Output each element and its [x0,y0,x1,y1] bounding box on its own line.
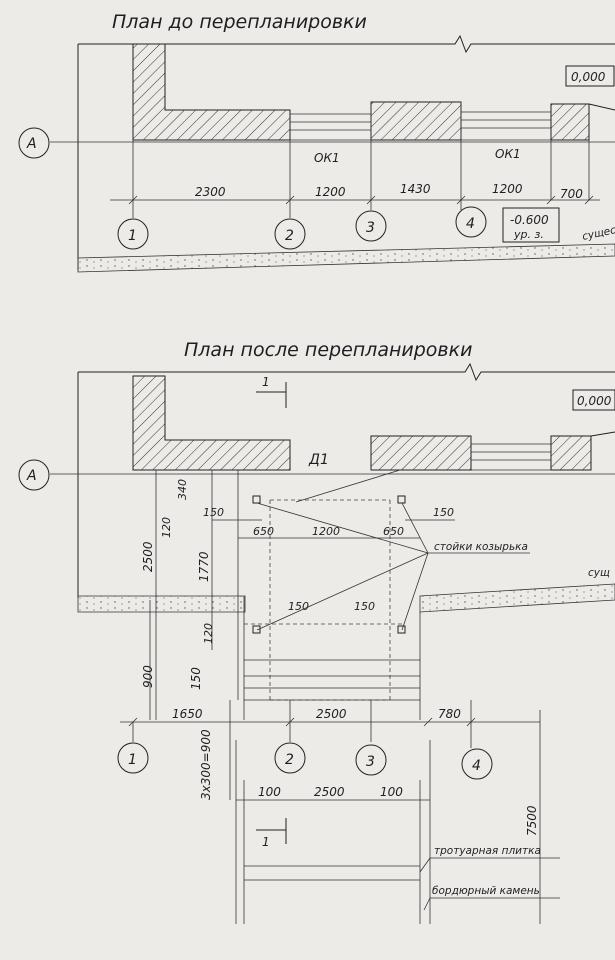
level-mark-box-bottom [572,389,615,411]
wall-left-after [132,375,291,471]
section-mark-1-bottom: 1 [256,818,287,849]
dim-path-100-left: 100 [258,785,281,799]
axis-a-bubble-bottom [18,459,50,491]
dim-v-2500: 2500 [141,541,155,572]
sidewalk-strip-right [419,583,615,613]
vertical-dim-lines [149,470,239,800]
dim-top-2: 1200 [315,185,346,199]
dim-h-1650: 1650 [172,707,203,721]
dim-v-120-b: 120 [202,623,215,644]
dim-h-150-right: 150 [433,506,454,519]
dim-h-150-mid-left: 150 [288,600,309,613]
wall-left [132,43,291,141]
wall-right-after [550,435,592,471]
axis-bubble-4-bottom: 4 [461,748,493,780]
sidewalk-strip-top [77,243,615,273]
axis-bubble-1-bottom: 1 [117,742,149,774]
dim-h-780: 780 [438,707,461,721]
wall-middle-after [370,435,472,471]
dim-v-340: 340 [176,479,189,500]
sidewalk-strip-left [77,595,246,613]
door-label-d1: Д1 [308,452,329,468]
svg-text:2: 2 [285,228,294,244]
canopy-post-4 [397,625,406,634]
plan-before-redevelopment: План до перепланировки ОК1 ОК1 0,000 [18,11,615,273]
axis-bubble-2-bottom: 2 [274,742,306,774]
window-label-1: ОК1 [314,151,340,165]
axis-a-label-top: А [26,136,37,152]
dim-v-steps: 3x300=900 [199,729,213,800]
ground-mark-box [502,207,560,243]
dim-top-1: 2300 [195,185,226,199]
wall-right-edge [588,103,615,111]
window-ok1-left [290,113,371,141]
canopy-post-leaders [256,469,530,631]
label-canopy-posts: стойки козырька [434,541,528,553]
svg-text:3: 3 [366,754,375,770]
dim-top-4: 1200 [492,182,523,196]
dim-top-3: 1430 [400,182,431,196]
axis-bubble-2-top: 2 [274,218,306,250]
canopy-post-3 [252,625,261,634]
window-right-after [471,443,551,471]
existing-label-bottom: сущ [588,567,610,579]
ground-mark-sub: ур. з. [513,228,544,241]
label-curb: бордюрный камень [432,885,540,897]
level-mark-top: 0,000 [571,70,606,84]
svg-text:1: 1 [262,835,270,849]
svg-text:4: 4 [472,758,481,774]
dim-v-900: 900 [141,665,155,688]
section-mark-1-top: 1 [256,375,287,408]
dim-v-1770: 1770 [197,551,211,582]
axis-a-label-bottom: А [26,468,37,484]
bottom-break-line [78,362,615,382]
window-ok1-right [461,111,551,141]
paving-path [235,740,431,924]
dim-v-120-a: 120 [160,517,173,538]
canopy-post-1 [252,495,261,504]
axis-a-bubble-top [18,127,50,159]
axis-bubble-3-bottom: 3 [355,744,387,776]
svg-text:4: 4 [466,216,475,232]
plan-before-title: План до перепланировки [112,11,367,33]
svg-text:2: 2 [285,752,294,768]
dim-h-650-left: 650 [253,525,274,538]
axis-bubble-4-top: 4 [455,206,487,238]
plan-after-redevelopment: План после перепланировки 1 Д1 0,000 А [18,339,615,924]
plan-after-title: План после перепланировки [184,339,472,361]
svg-text:1: 1 [128,228,137,244]
dim-h-650-right: 650 [383,525,404,538]
dim-h-1200: 1200 [312,525,340,538]
window-label-2: ОК1 [495,147,521,161]
svg-text:3: 3 [366,220,375,236]
svg-text:1: 1 [262,375,270,389]
level-mark-box-top [565,65,615,87]
label-paving: тротуарная плитка [434,845,541,857]
dim-h-150-left: 150 [203,506,224,519]
canopy-post-2 [397,495,406,504]
dim-path-2500: 2500 [314,785,345,799]
dim-h-2500: 2500 [316,707,347,721]
svg-text:1: 1 [128,752,137,768]
axis-bubble-3-top: 3 [355,210,387,242]
axis-bubble-1-top: 1 [117,218,149,250]
wall-middle [370,101,462,141]
top-break-line [78,34,615,54]
dim-v-7500: 7500 [525,805,539,836]
ground-mark: -0.600 [510,213,549,227]
level-mark-bottom: 0,000 [577,394,612,408]
dim-path-100-right: 100 [380,785,403,799]
wall-right [550,103,590,141]
entrance-steps [243,596,421,720]
dim-top-5: 700 [560,187,583,201]
dim-v-150: 150 [189,667,203,690]
existing-label-top: сущес [581,224,615,243]
dim-h-150-mid-right: 150 [354,600,375,613]
